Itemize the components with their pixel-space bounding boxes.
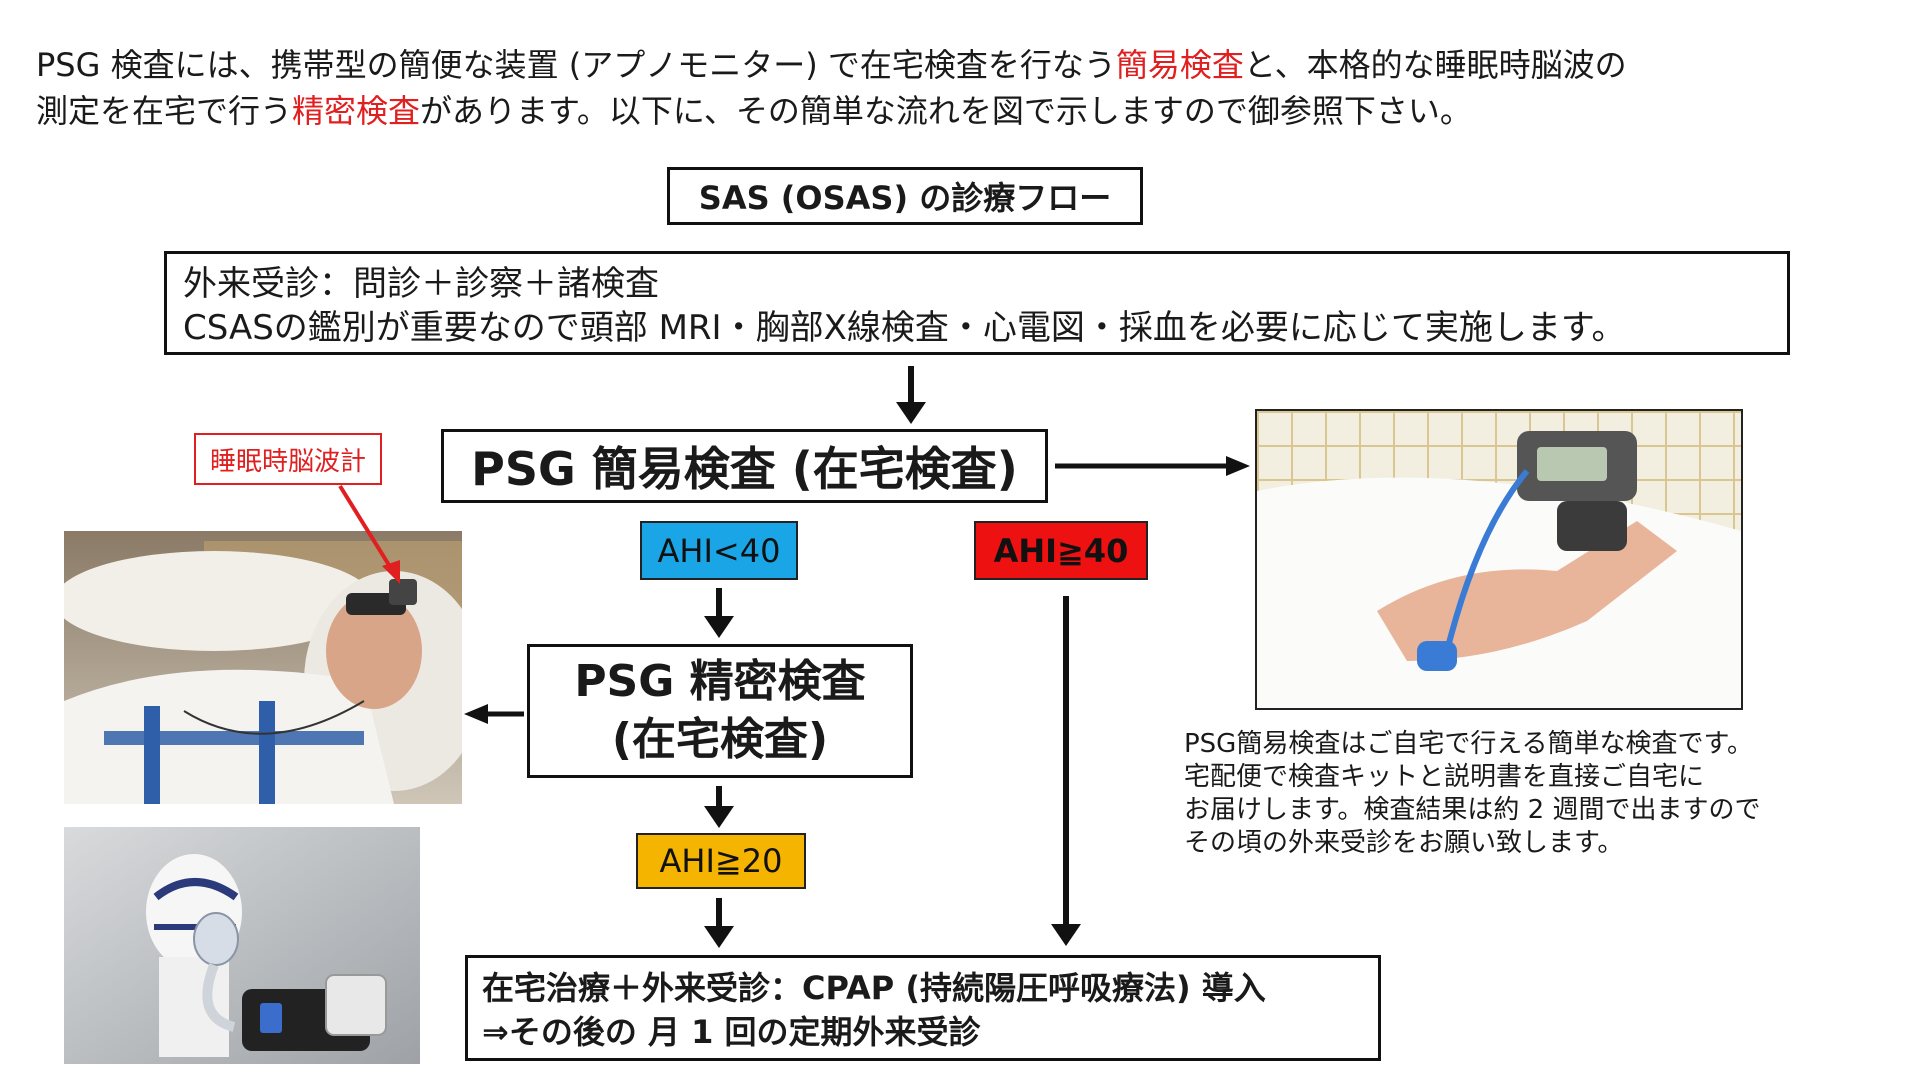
- psg-precise-test-box: PSG 精密検査 (在宅検査): [527, 644, 913, 778]
- note-line-1: PSG簡易検査はご自宅で行える簡単な検査です。: [1184, 729, 1753, 759]
- note-line-4: その頃の外来受診をお願い致します。: [1184, 828, 1624, 858]
- eeg-pointer-arrowhead: [382, 560, 400, 584]
- precise-test-highlight: 精密検査: [292, 92, 421, 130]
- arrowhead-ge40-to-cpap: [1051, 924, 1081, 946]
- ahi-lt40-badge: AHI<40: [640, 521, 798, 580]
- precise-line-2: (在宅検査): [611, 714, 829, 765]
- arrowhead-visit-to-simple: [896, 402, 926, 424]
- arrowhead-simple-to-monitor: [1226, 456, 1250, 476]
- cpap-device-photo: [64, 827, 420, 1064]
- visit-line-1: 外来受診：問診＋診察＋諸検査: [183, 264, 659, 304]
- flow-title: SAS (OSAS) の診療フロー: [667, 167, 1143, 225]
- simple-test-note: PSG簡易検査はご自宅で行える簡単な検査です。 宅配便で検査キットと説明書を直接…: [1184, 728, 1784, 860]
- precise-line-1: PSG 精密検査: [574, 656, 866, 707]
- ahi-ge40-badge: AHI≧40: [974, 521, 1148, 580]
- simple-test-highlight: 簡易検査: [1115, 46, 1244, 84]
- psg-simple-test-box: PSG 簡易検査 (在宅検査): [441, 429, 1048, 503]
- cpap-line-1: 在宅治療＋外来受診：CPAP (持続陽圧呼吸療法) 導入: [482, 969, 1266, 1007]
- eeg-device-label: 睡眠時脳波計: [194, 433, 382, 485]
- arrowhead-precise-to-eeg-photo: [464, 704, 488, 724]
- cpap-treatment-box: 在宅治療＋外来受診：CPAP (持続陽圧呼吸療法) 導入 ⇒その後の 月 1 回…: [465, 955, 1381, 1061]
- arrowhead-ge20-to-cpap: [704, 926, 734, 948]
- note-line-3: お届けします。検査結果は約 2 週間で出ますので: [1184, 795, 1761, 825]
- eeg-pointer-line: [338, 484, 394, 572]
- apnea-monitor-photo: [1255, 409, 1743, 710]
- intro-line-2: 測定を在宅で行う精密検査があります。以下に、その簡単な流れを図で示しますので御参…: [36, 92, 1472, 130]
- intro-line-1: PSG 検査には、携帯型の簡便な装置 (アプノモニター) で在宅検査を行なう簡易…: [36, 46, 1627, 84]
- intro-text: PSG 検査には、携帯型の簡便な装置 (アプノモニター) で在宅検査を行なう簡易…: [36, 42, 1896, 134]
- note-line-2: 宅配便で検査キットと説明書を直接ご自宅に: [1184, 762, 1705, 792]
- arrowhead-precise-to-ge20: [704, 806, 734, 828]
- ahi-ge20-badge: AHI≧20: [636, 833, 806, 889]
- arrowhead-lt40-to-precise: [704, 616, 734, 638]
- outpatient-visit-box: 外来受診：問診＋診察＋諸検査 CSASの鑑別が重要なので頭部 MRI・胸部X線検…: [164, 251, 1790, 355]
- cpap-line-2: ⇒その後の 月 1 回の定期外来受診: [482, 1013, 981, 1051]
- visit-line-2: CSASの鑑別が重要なので頭部 MRI・胸部X線検査・心電図・採血を必要に応じて…: [183, 308, 1626, 348]
